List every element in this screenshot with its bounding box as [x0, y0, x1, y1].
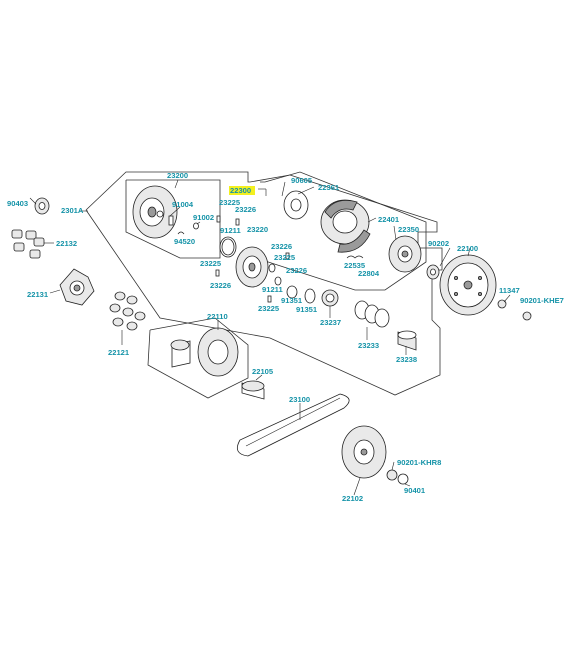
- label-90605[interactable]: 90605: [291, 176, 313, 185]
- part-labels: 23200 90403 2301A 91004 91002 94520 2213…: [7, 171, 564, 503]
- assembly-frame-23200: [125, 179, 221, 259]
- part-22121-rollers: [109, 291, 146, 331]
- label-23226-a[interactable]: 23226: [235, 205, 256, 214]
- label-22100[interactable]: 22100: [457, 244, 478, 253]
- label-22132[interactable]: 22132: [56, 239, 77, 248]
- part-22110-movable-face: [170, 327, 239, 377]
- label-91351-a[interactable]: 91351: [281, 296, 303, 305]
- label-91004[interactable]: 91004: [172, 200, 194, 209]
- part-23237-collar: [321, 289, 339, 307]
- part-90202-nut: [426, 264, 440, 280]
- label-22361[interactable]: 22361: [318, 183, 340, 192]
- label-23220[interactable]: 23220: [247, 225, 268, 234]
- label-90403[interactable]: 90403: [7, 199, 28, 208]
- part-90201-KHE7-nut: [522, 311, 532, 321]
- label-91211-a[interactable]: 91211: [220, 226, 241, 235]
- label-94520[interactable]: 94520: [174, 237, 195, 246]
- assembly-frame-22300: [260, 171, 427, 291]
- part-23200-drive-plate: [132, 185, 178, 239]
- label-22350[interactable]: 22350: [398, 225, 419, 234]
- label-23237[interactable]: 23237: [320, 318, 341, 327]
- label-22300[interactable]: 22300: [230, 186, 251, 195]
- part-23238-collar: [397, 330, 417, 351]
- part-22102-fixed-face: [341, 425, 387, 479]
- label-90201-KHR8[interactable]: 90201-KHR8: [397, 458, 441, 467]
- part-22100-clutch-bell: [439, 254, 497, 316]
- label-23225-b[interactable]: 23225: [274, 253, 296, 262]
- label-91351-b[interactable]: 91351: [296, 305, 318, 314]
- part-91002-oring: [193, 222, 199, 230]
- part-23100-drive-belt: [236, 393, 350, 457]
- leader-lines: [29, 179, 511, 496]
- label-23238[interactable]: 23238: [396, 355, 417, 364]
- label-22804[interactable]: 22804: [358, 269, 380, 278]
- label-90201-KHE7[interactable]: 90201-KHE7: [520, 296, 564, 305]
- label-23225-d[interactable]: 23225: [258, 304, 280, 313]
- label-91211-b[interactable]: 91211: [262, 285, 283, 294]
- part-22350-clutch-hub: [388, 235, 422, 273]
- label-23226-d[interactable]: 23226: [210, 281, 231, 290]
- part-22535-spring: [346, 255, 364, 259]
- part-23233-spring: [354, 300, 390, 328]
- assembly-frame-22110: [147, 317, 249, 399]
- part-90403-washer: [34, 197, 50, 215]
- part-90401-washer: [397, 473, 409, 485]
- label-22102[interactable]: 22102: [342, 494, 363, 503]
- label-22401[interactable]: 22401: [378, 215, 400, 224]
- part-23220-ring: [219, 236, 237, 258]
- part-22132-sliders: [11, 229, 45, 259]
- part-90605-bolt: [281, 181, 286, 197]
- label-22131[interactable]: 22131: [27, 290, 49, 299]
- part-22361-clutch-plate: [283, 190, 309, 220]
- part-22105-bushing: [241, 380, 265, 400]
- part-91004-pin: [168, 215, 174, 226]
- label-22535[interactable]: 22535: [344, 261, 366, 270]
- label-23200[interactable]: 23200: [167, 171, 188, 180]
- label-23226-c[interactable]: 23226: [286, 266, 307, 275]
- label-23233[interactable]: 23233: [358, 341, 379, 350]
- highlight-22300: [229, 186, 255, 195]
- part-23220-driven-face: [235, 246, 269, 288]
- label-90401[interactable]: 90401: [404, 486, 426, 495]
- label-23225-c[interactable]: 23225: [200, 259, 222, 268]
- part-90201-KHR8-nut: [386, 469, 398, 481]
- part-94520-clip: [177, 231, 185, 235]
- part-91211-oring: [268, 263, 282, 286]
- label-11347[interactable]: 11347: [499, 286, 520, 295]
- label-22105[interactable]: 22105: [252, 367, 274, 376]
- label-2301A[interactable]: 2301A: [61, 206, 84, 215]
- label-23100[interactable]: 23100: [289, 395, 310, 404]
- label-22121[interactable]: 22121: [108, 348, 130, 357]
- part-23225-pins: [215, 215, 290, 303]
- assembly-frame-2301A: [85, 171, 443, 396]
- label-91002[interactable]: 91002: [193, 213, 214, 222]
- label-22110[interactable]: 22110: [207, 312, 228, 321]
- part-22131-ramp-plate: [59, 268, 95, 306]
- part-91351-seal: [286, 285, 316, 304]
- label-23226-b[interactable]: 23226: [271, 242, 292, 251]
- part-22401-clutch-shoes: [320, 199, 371, 253]
- label-90202[interactable]: 90202: [428, 239, 449, 248]
- label-23225-a[interactable]: 23225: [219, 198, 241, 207]
